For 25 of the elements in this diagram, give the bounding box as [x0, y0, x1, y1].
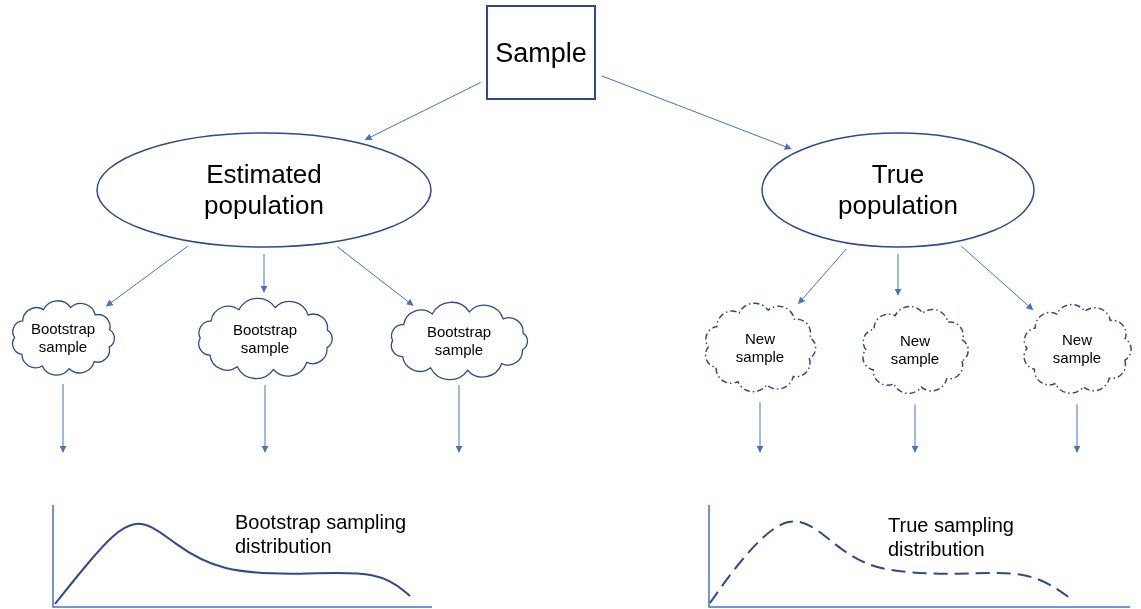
arrow: [336, 246, 414, 306]
arrow: [364, 81, 482, 141]
arrow: [1073, 403, 1081, 453]
arrow: [601, 75, 792, 150]
node-label: True population: [837, 159, 959, 222]
node-label: New sample: [734, 329, 786, 366]
node-label: New sample: [889, 332, 941, 368]
node-label: Bootstrap sample: [231, 320, 299, 357]
arrow: [798, 248, 847, 305]
arrow: [756, 401, 764, 453]
chart-caption: True sampling distribution: [888, 513, 1015, 561]
node-label: New sample: [1051, 331, 1103, 367]
node-label: Estimated population: [203, 159, 325, 222]
arrow: [260, 253, 268, 293]
arrow: [59, 383, 67, 453]
arrow: [261, 384, 269, 453]
arrow: [960, 245, 1034, 311]
node-label: Bootstrap sample: [425, 323, 493, 359]
arrow: [894, 253, 902, 296]
node-label: Sample: [494, 36, 588, 69]
arrow: [105, 245, 189, 307]
node-label: Bootstrap sample: [29, 320, 97, 356]
chart-caption: Bootstrap sampling distribution: [235, 510, 408, 558]
arrow: [455, 384, 463, 453]
arrow: [911, 403, 919, 453]
